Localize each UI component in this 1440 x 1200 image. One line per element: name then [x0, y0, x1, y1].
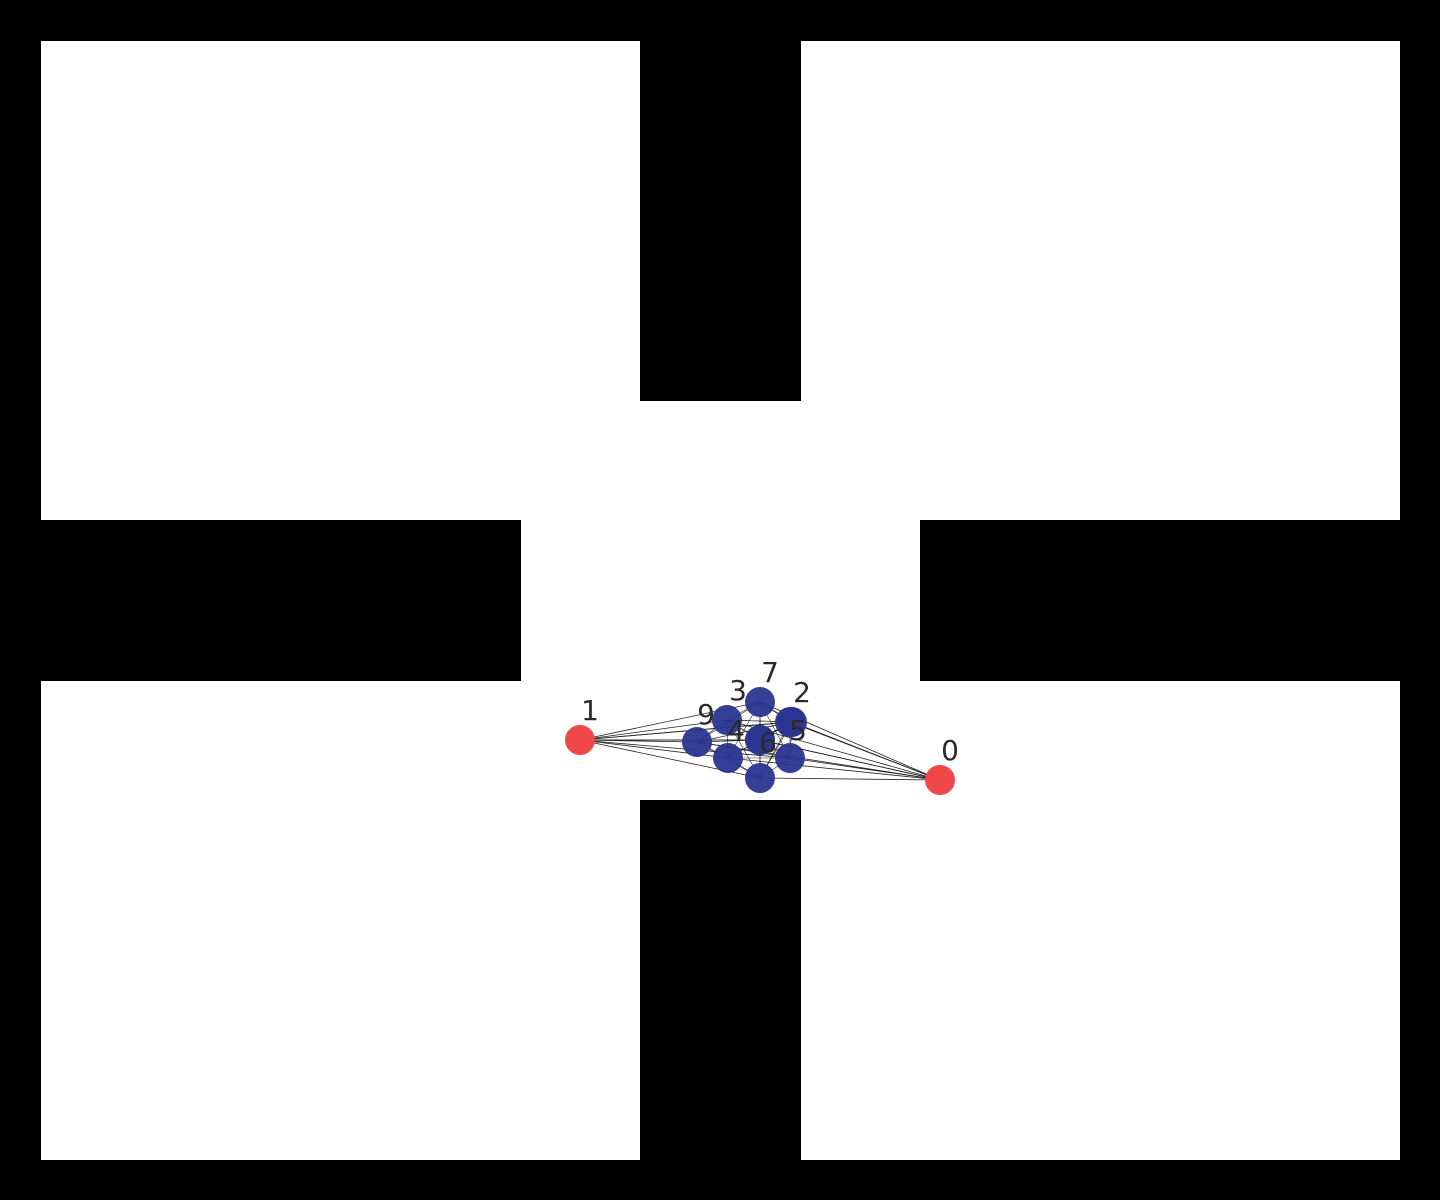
corridor-top-center: [640, 401, 801, 520]
anchor-agent: [925, 765, 955, 795]
room-top-right: [801, 41, 1400, 520]
anchor-agent-label: 0: [941, 734, 959, 767]
link-line: [789, 757, 941, 781]
swarm-agent-label: 7: [761, 656, 779, 689]
swarm-agent: [775, 707, 805, 737]
link-line: [579, 721, 791, 741]
room-top-left: [41, 41, 640, 520]
swarm-agent: [775, 743, 805, 773]
swarm-agent: [745, 763, 775, 793]
swarm-link-line: [696, 721, 791, 743]
anchor-agent: [565, 725, 595, 755]
room-bottom-right: [801, 681, 1400, 1160]
swarm-agent-label: 3: [729, 674, 747, 707]
swarm-agent: [745, 687, 775, 717]
agents: [565, 687, 955, 795]
swarm-agent: [713, 743, 743, 773]
anchor-agent-label: 1: [581, 694, 599, 727]
corridor-center: [521, 520, 920, 681]
swarm-link-line: [696, 741, 791, 759]
link-line: [579, 719, 728, 741]
link-line: [727, 757, 941, 781]
swarm-agent: [745, 725, 775, 755]
swarm-agent: [712, 705, 742, 735]
swarm-agent-label: 6: [759, 726, 777, 759]
swarm-agent-label: 9: [697, 698, 715, 731]
swarm-agent-label: 5: [789, 714, 807, 747]
swarm-agent-label: 4: [727, 714, 745, 747]
floor-areas: [41, 41, 1400, 1160]
link-line: [759, 777, 941, 781]
link-line: [789, 721, 941, 781]
room-bottom-left: [41, 681, 640, 1160]
swarm-agent: [682, 727, 712, 757]
swarm-agent-label: 2: [793, 676, 811, 709]
